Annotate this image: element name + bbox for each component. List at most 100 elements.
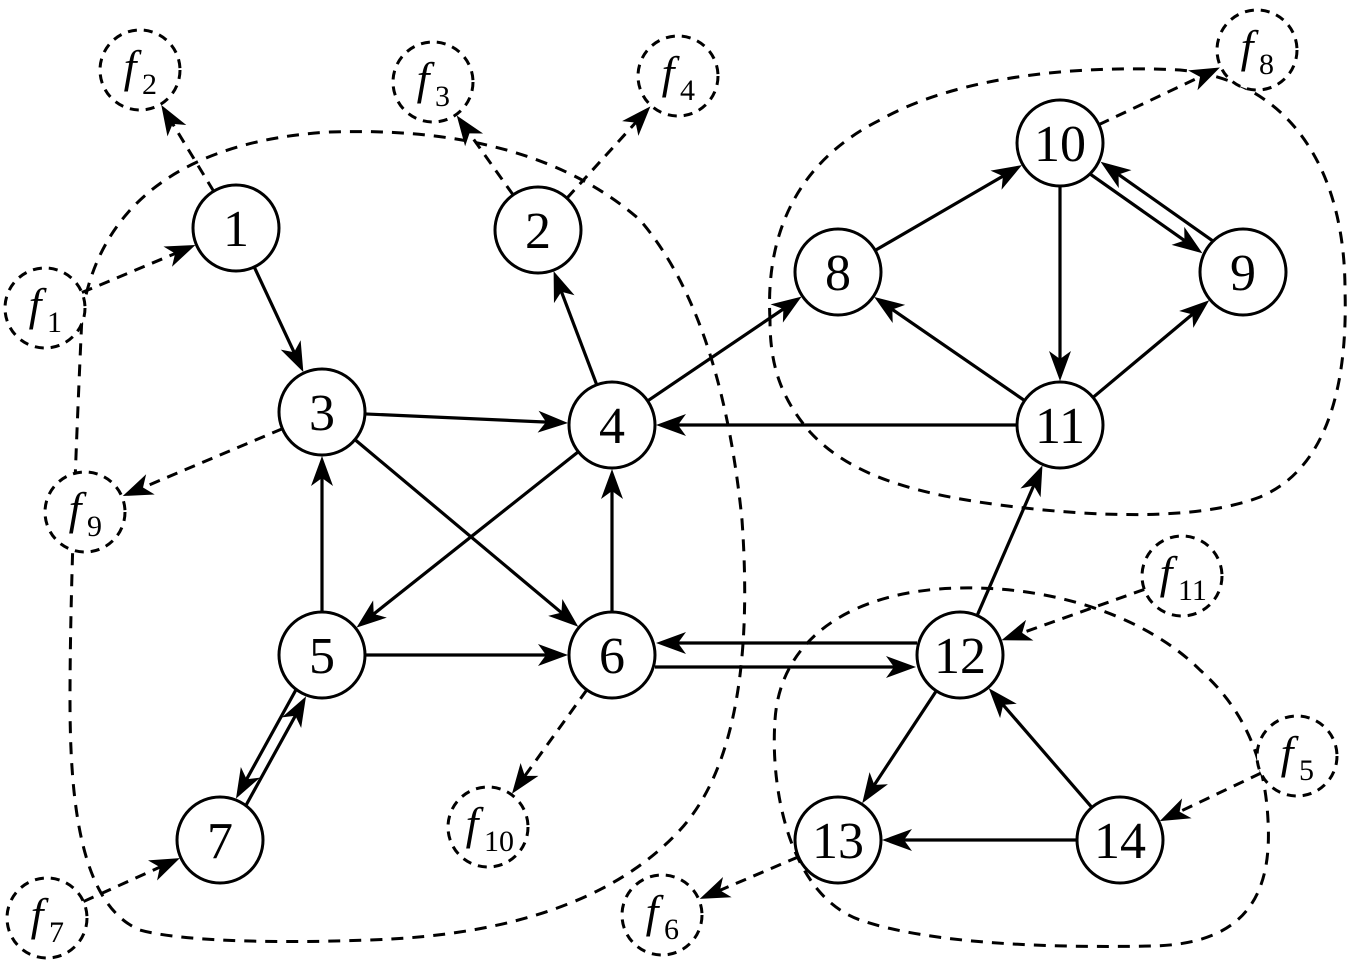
external-node-f2-circle (98, 28, 182, 112)
external-node-f5-circle (1255, 714, 1339, 798)
external-edge-10-to-f8 (1098, 73, 1205, 126)
edge-11-to-9-arrowhead (1179, 300, 1210, 328)
edge-11-to-4-arrowhead (656, 414, 686, 436)
external-node-f4-circle (636, 34, 720, 118)
node-6-circle (567, 610, 657, 700)
external-edge-f7-to-7-arrowhead (148, 858, 180, 881)
edge-3-to-4-arrowhead (537, 410, 569, 433)
node-5-circle (277, 610, 367, 700)
external-node-f7-subscript: 7 (49, 916, 64, 949)
node-11: 11 (1015, 380, 1105, 470)
edge-12-to-11 (975, 481, 1037, 617)
node-2-circle (493, 185, 583, 275)
node-4-label: 4 (599, 398, 625, 455)
external-node-f6-circle (620, 873, 704, 957)
edge-9-to-10-arrowhead (1100, 161, 1132, 189)
external-edge-3-to-f9 (138, 427, 283, 491)
edge-4-to-8 (646, 305, 788, 403)
edge-11-to-8-arrowhead (874, 296, 906, 324)
external-node-f10-circle (446, 785, 530, 869)
node-10: 10 (1015, 98, 1105, 188)
node-1-label: 1 (223, 201, 249, 258)
node-9: 9 (1198, 227, 1288, 317)
edge-3-to-6 (353, 438, 566, 617)
node-13: 13 (793, 795, 883, 885)
node-2: 2 (493, 185, 583, 275)
external-edge-2-to-f4-arrowhead (622, 106, 651, 136)
external-edge-f1-to-1 (81, 250, 180, 294)
external-edge-10-to-f8-arrowhead (1188, 67, 1220, 91)
edge-14-to-12 (999, 700, 1094, 809)
node-4: 4 (567, 380, 657, 470)
edge-5-to-7 (243, 688, 298, 784)
cluster-region-lower-right (772, 586, 1270, 948)
edge-5-to-6-arrowhead (538, 644, 568, 666)
node-1: 1 (191, 183, 281, 273)
node-7: 7 (175, 795, 265, 885)
node-7-circle (175, 795, 265, 885)
edge-10-to-11-arrowhead (1049, 351, 1071, 381)
external-node-f9-circle (43, 470, 127, 554)
external-edge-f11-to-12-arrowhead (1001, 619, 1034, 641)
node-14-circle (1075, 795, 1165, 885)
external-node-f11-circle (1140, 534, 1224, 618)
node-3: 3 (277, 367, 367, 457)
external-node-f3-circle (391, 40, 475, 124)
node-13-circle (793, 795, 883, 885)
edge-1-to-3-arrowhead (280, 340, 304, 373)
external-edge-6-to-f10-arrowhead (511, 762, 539, 794)
node-12-label: 12 (934, 628, 986, 685)
edge-11-to-8 (888, 305, 1026, 402)
node-6: 6 (567, 610, 657, 700)
edge-3-to-4 (364, 412, 551, 424)
external-edge-2-to-f3-arrowhead (456, 115, 484, 147)
node-7-label: 7 (207, 813, 233, 870)
external-edges (81, 67, 1262, 903)
node-1-circle (191, 183, 281, 273)
external-edge-f5-to-14 (1175, 771, 1262, 815)
external-node-f11-subscript: 11 (1178, 574, 1207, 607)
external-edge-3-to-f9-arrowhead (122, 474, 155, 497)
edge-3-to-6-arrowhead (548, 599, 579, 627)
edge-1-to-3 (252, 266, 298, 357)
internal-edges (235, 161, 1214, 851)
node-8-circle (793, 227, 883, 317)
edge-7-to-5-arrowhead (281, 696, 307, 729)
external-node-f8-circle (1215, 8, 1299, 92)
node-10-circle (1015, 98, 1105, 188)
external-node-f4-subscript: 4 (680, 74, 695, 107)
external-node-f3-subscript: 3 (435, 80, 450, 113)
external-node-f1-subscript: 1 (47, 306, 62, 339)
external-edge-1-to-f2 (169, 119, 215, 193)
node-11-circle (1015, 380, 1105, 470)
edge-4-to-8-arrowhead (770, 296, 802, 323)
external-node-f1-circle (3, 266, 87, 350)
edge-5-to-7-arrowhead (235, 766, 261, 799)
external-edge-1-to-f2-arrowhead (161, 105, 187, 137)
cluster-region-upper-right (768, 67, 1347, 517)
node-11-label: 11 (1035, 398, 1085, 455)
edge-12-to-11-arrowhead (1020, 465, 1043, 498)
external-node-f5-subscript: 5 (1299, 754, 1314, 787)
edge-9-to-10 (1114, 170, 1214, 242)
edge-12-to-13 (870, 690, 938, 790)
edge-7-to-5 (244, 711, 299, 807)
cluster-region-left (68, 130, 747, 944)
node-14-label: 14 (1094, 813, 1146, 870)
node-6-label: 6 (599, 628, 625, 685)
edge-10-to-9 (1089, 173, 1189, 245)
external-edge-f7-to-7 (82, 864, 165, 903)
edge-6-to-12-arrowhead (886, 656, 916, 678)
external-node-f8-subscript: 8 (1259, 48, 1274, 81)
external-node-f6-subscript: 6 (664, 913, 679, 946)
external-edge-f5-to-14-arrowhead (1159, 798, 1192, 822)
node-12: 12 (915, 610, 1005, 700)
